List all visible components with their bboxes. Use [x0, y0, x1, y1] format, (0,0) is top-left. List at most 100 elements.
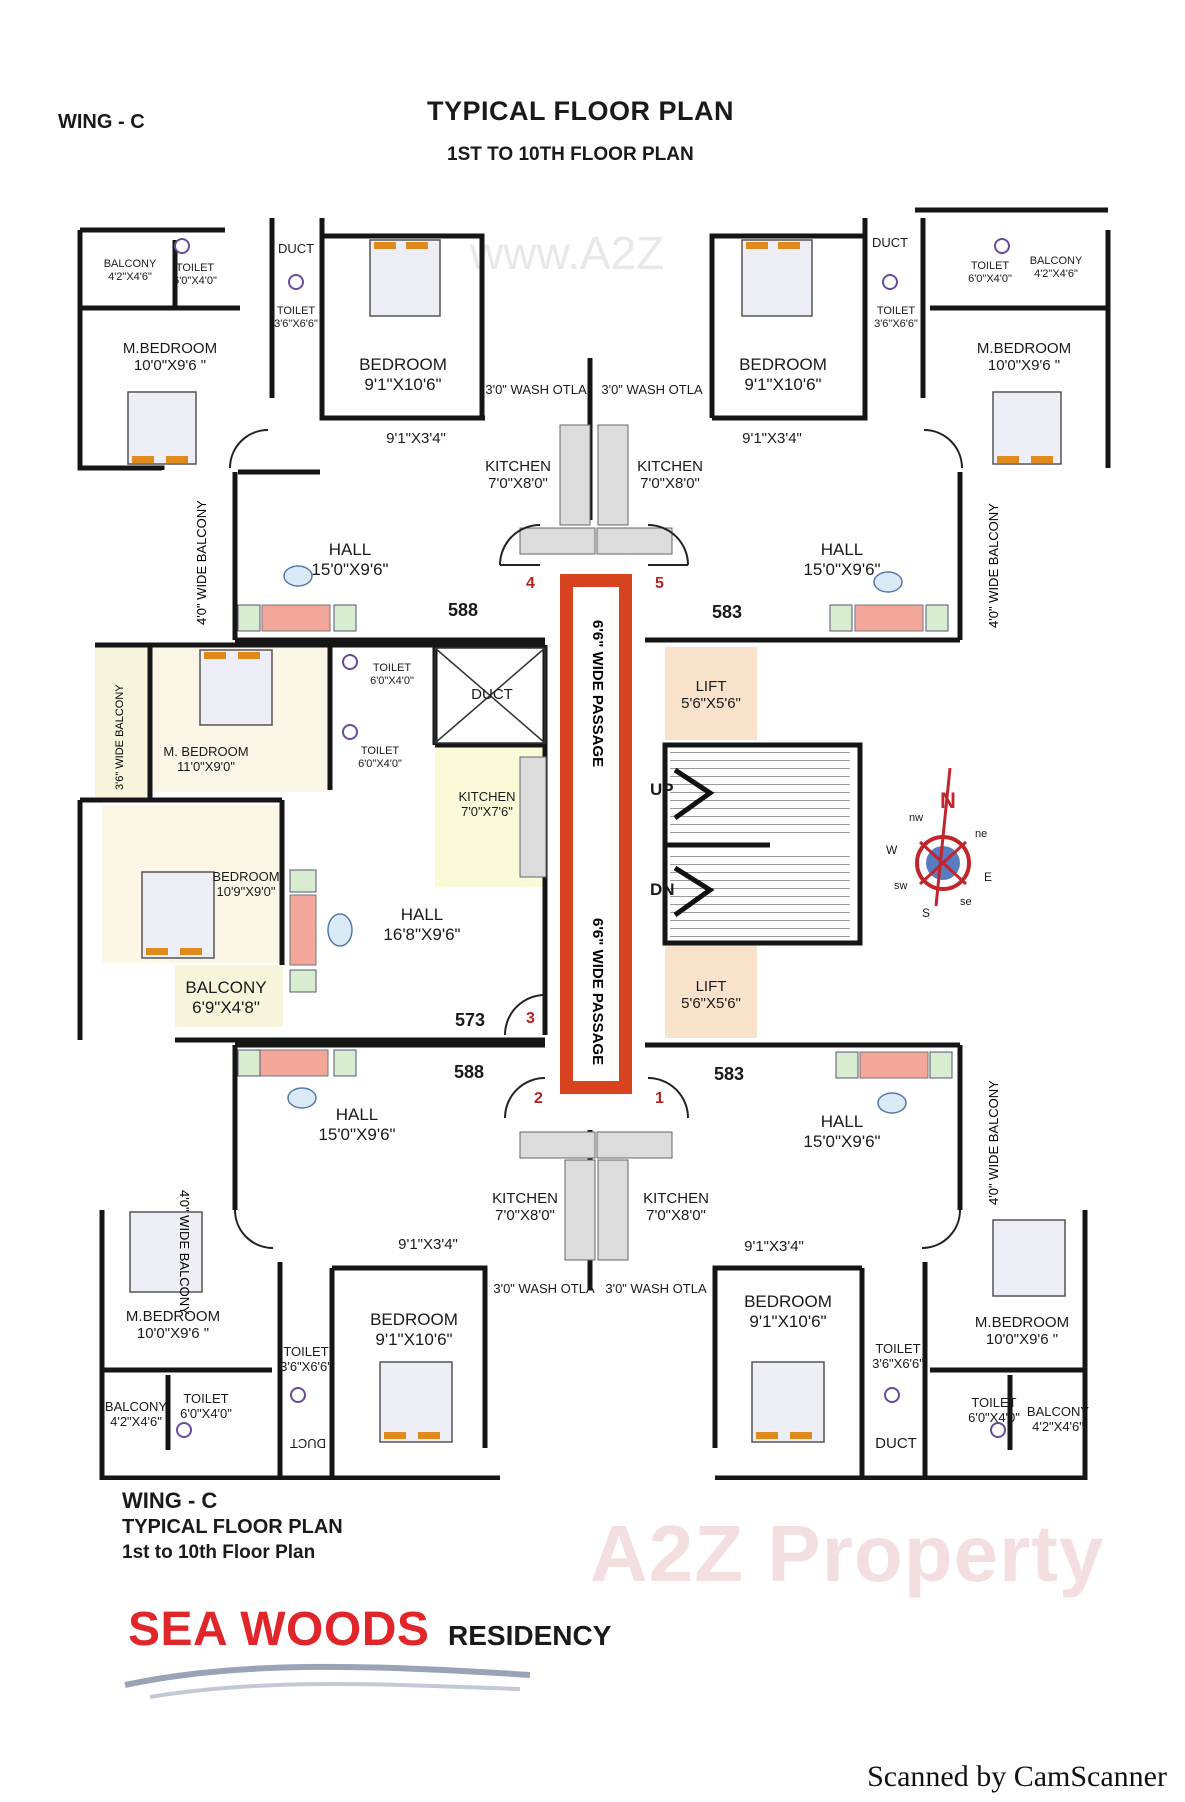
compass-s: S — [922, 906, 931, 920]
passage-label-top: 6'6" WIDE PASSAGE — [589, 620, 606, 768]
door-number: 2 — [534, 1090, 543, 1107]
flat-number: 573 — [455, 1010, 486, 1030]
flat-number: 583 — [714, 1064, 745, 1084]
wide-balcony: 4'0" WIDE BALCONY — [177, 1190, 192, 1315]
compass-e: E — [984, 870, 993, 884]
side-tables — [237, 604, 953, 1079]
watermark: A2Z Property — [590, 1509, 1105, 1598]
passage-dimension: 9'1"X3'4" — [398, 1236, 458, 1253]
wide-balcony: 4'0" WIDE BALCONY — [986, 503, 1001, 628]
duct-label: DUCT — [277, 241, 315, 256]
door-number: 3 — [526, 1010, 535, 1027]
compass-icon — [915, 767, 971, 907]
lift-2 — [665, 945, 757, 1038]
walls — [77, 207, 1111, 1480]
compass-ne: ne — [975, 828, 988, 840]
lift-1 — [665, 647, 757, 740]
wash-otla: 3'0" WASH OTLA — [493, 1281, 595, 1296]
wide-balcony: 4'0" WIDE BALCONY — [194, 500, 209, 625]
scanner-credit: Scanned by CamScanner — [867, 1760, 1167, 1793]
kitchen-counters — [519, 424, 673, 1261]
brand-suffix: RESIDENCY — [448, 1620, 612, 1651]
wc-fixtures — [174, 238, 1010, 1438]
balcony-tint — [95, 647, 150, 797]
compass-sw: sw — [894, 880, 908, 892]
duct-middle — [434, 647, 546, 744]
balcony-tint — [175, 965, 283, 1027]
wash-otla: 3'0" WASH OTLA — [605, 1281, 707, 1296]
flat-number: 583 — [712, 602, 743, 622]
sofas — [259, 604, 929, 1079]
passage-label-bottom: 6'6" WIDE PASSAGE — [589, 918, 606, 1066]
watermark-top: www.A2Z — [470, 227, 665, 279]
page-title: TYPICAL FLOOR PLAN — [427, 96, 735, 126]
duct-label: DUCT — [871, 235, 909, 250]
wing-label-top: WING - C — [58, 111, 145, 133]
door-swings — [229, 429, 963, 1249]
brand-name: SEA WOODS — [128, 1603, 430, 1656]
stair-up-arrow — [673, 767, 715, 821]
duct-label: DUCT — [471, 686, 513, 703]
pillows — [132, 242, 1053, 1439]
wash-otla: 3'0" WASH OTLA — [485, 382, 587, 397]
duct-label: DUCT — [875, 1435, 917, 1452]
stair-up — [670, 752, 850, 837]
wide-balcony: 3'6" WIDE BALCONY — [114, 684, 126, 790]
compass-n: N — [940, 788, 956, 813]
stair-down-label: DN — [650, 880, 675, 899]
page-subtitle: 1ST TO 10TH FLOOR PLAN — [447, 144, 694, 165]
passage-dimension: 9'1"X3'4" — [386, 430, 446, 447]
flat-number: 588 — [448, 600, 479, 620]
footer-title: TYPICAL FLOOR PLAN — [122, 1516, 343, 1538]
footer-wing: WING - C — [122, 1488, 218, 1513]
passage-inner — [573, 587, 619, 1081]
door-number: 1 — [655, 1090, 664, 1107]
duct-label: DUCT — [289, 1435, 327, 1451]
passage-dimension: 9'1"X3'4" — [744, 1238, 804, 1255]
floor-plan — [77, 207, 1111, 1480]
compass-nw: nw — [909, 812, 924, 824]
beds — [127, 239, 1066, 1443]
compass-w: W — [886, 843, 898, 857]
door-number: 4 — [526, 575, 535, 592]
passage-dimension: 9'1"X3'4" — [742, 430, 802, 447]
tables — [283, 565, 907, 1114]
stair-up-label: UP — [650, 780, 674, 799]
stair-down — [670, 852, 850, 937]
compass-se: se — [960, 896, 972, 908]
